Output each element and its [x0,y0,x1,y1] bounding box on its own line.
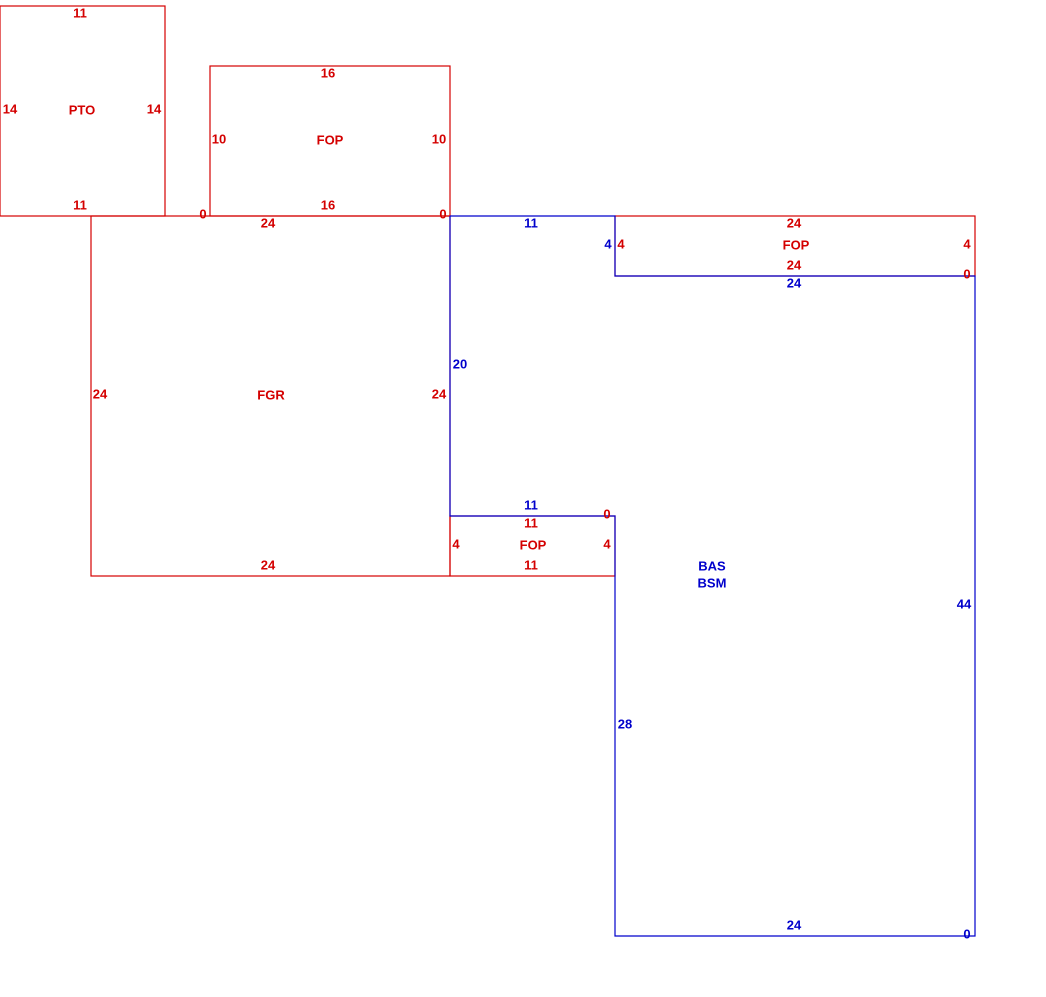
bas-notch-left-dimension: 4 [604,236,612,251]
fop-right-left-dimension: 4 [617,236,625,251]
bas-corner-right-bottom: 0 [963,926,970,941]
fop-center-area[interactable]: FOP 11 11 4 4 [449,515,616,577]
fop-right-label: FOP [783,237,810,252]
bas-left-dimension: 20 [453,356,467,371]
bas-right-dimension: 44 [957,596,972,611]
pto-left-dimension: 14 [3,101,18,116]
pto-area[interactable]: PTO 11 11 14 14 [0,5,166,217]
pto-outline [0,5,166,217]
bas-area[interactable]: BAS BSM 11 4 24 20 11 0 28 24 44 0 0 [449,215,976,941]
fop-center-right-dimension: 4 [603,536,611,551]
fop-center-bottom-dimension: 11 [524,557,538,572]
fop-right-top-dimension: 24 [787,215,802,230]
fop-right-bottom-dimension: 24 [787,257,802,272]
bas-label: BAS [698,558,726,573]
bas-inner-top-dimension: 11 [524,497,538,512]
fgr-label: FGR [257,387,285,402]
pto-top-dimension: 11 [73,5,87,20]
fop-right-area[interactable]: FOP 24 24 4 4 [614,215,976,277]
fgr-bottom-dimension: 24 [261,557,276,572]
fop-upper-area[interactable]: FOP 16 16 10 10 0 0 [199,65,451,221]
fop-center-left-dimension: 4 [452,536,460,551]
pto-bottom-dimension: 11 [73,197,87,212]
fgr-right-dimension: 24 [432,386,447,401]
bas-lower-left-dimension: 28 [618,716,632,731]
pto-right-dimension: 14 [147,101,162,116]
fop-upper-label: FOP [317,132,344,147]
pto-label: PTO [69,102,96,117]
bas-outline [449,215,976,937]
bas-top-dimension: 11 [524,215,538,230]
fop-upper-top-dimension: 16 [321,65,335,80]
fop-upper-left-dimension: 10 [212,131,226,146]
fgr-left-dimension: 24 [93,386,108,401]
fop-upper-bottom-dimension: 16 [321,197,335,212]
fop-right-right-dimension: 4 [963,236,971,251]
bas-sublabel: BSM [698,575,727,590]
bas-inner-corner: 0 [603,506,610,521]
bas-bottom-dimension: 24 [787,917,802,932]
fop-upper-corner-right: 0 [439,206,446,221]
fop-center-label: FOP [520,537,547,552]
fop-center-top-dimension: 11 [524,515,538,530]
bas-corner-right-top: 0 [963,266,970,281]
bas-notch-bottom-dimension: 24 [787,275,802,290]
fgr-area[interactable]: FGR 24 24 24 24 [90,215,451,577]
fop-upper-right-dimension: 10 [432,131,446,146]
fgr-top-dimension: 24 [261,215,276,230]
fop-upper-corner-left: 0 [199,206,206,221]
